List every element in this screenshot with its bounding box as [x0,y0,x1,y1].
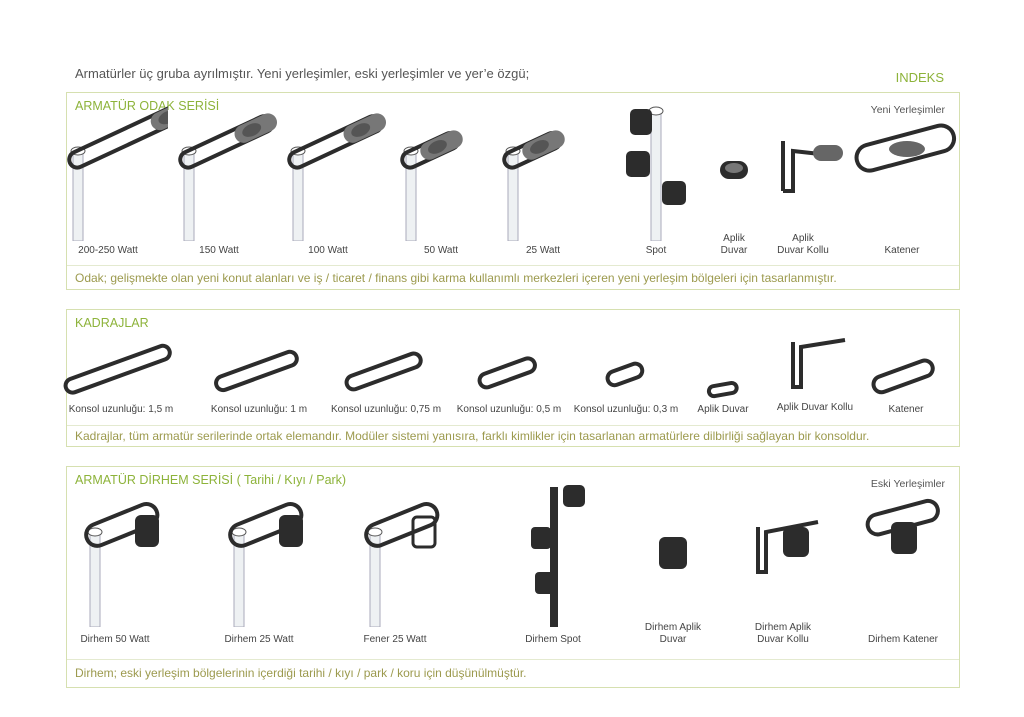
dirhem-pole-lamp-icon [55,477,175,627]
product-label: 25 Watt [525,245,561,256]
wall-arm-lamp-icon [743,101,863,241]
section-kadrajlar: KADRAJLAR Kadrajlar, tüm armatür seriler… [63,309,960,447]
bracket-0-5m-icon [449,332,569,402]
product-label: Konsol uzunluğu: 0,5 m [456,404,562,415]
section-description: Odak; gelişmekte olan yeni konut alanlar… [75,271,837,285]
product-label: 200-250 Watt [78,245,138,256]
product-label: Aplik Duvar [697,404,749,415]
section-dirhem-series: ARMATÜR DİRHEM SERİSİ ( Tarihi / Kıyı / … [66,466,960,688]
wall-arm-bracket-icon [755,332,875,402]
intro-text: Armatürler üç gruba ayrılmıştır. Yeni ye… [75,66,530,81]
bracket-1m-icon [199,332,319,402]
dirhem-wall-arm-lamp-icon [723,477,843,627]
section-title: ARMATÜR DİRHEM SERİSİ ( Tarihi / Kıyı / … [75,473,347,487]
product-label: Dirhem Aplik Duvar [644,622,702,645]
bracket-0-75m-icon [326,332,446,402]
product-label: Fener 25 Watt [363,634,427,645]
product-label: Spot [645,245,667,256]
pole-lamp-large-icon [48,101,168,241]
bracket-0-3m-icon [566,332,686,402]
section-description: Kadrajlar, tüm armatür serilerinde ortak… [75,429,870,443]
section-title: KADRAJLAR [75,316,149,330]
product-label: Konsol uzunluğu: 1 m [210,404,308,415]
divider [67,425,959,426]
section-odak-series: ARMATÜR ODAK SERİSİ Yeni Yerleşimler Oda… [66,92,960,290]
dirhem-pole-lamp-small-icon [199,477,319,627]
pole-lamp-small-icon [381,101,501,241]
product-label: Dirhem Aplik Duvar Kollu [754,622,812,645]
dirhem-wall-lamp-icon [613,477,733,627]
section-title: ARMATÜR ODAK SERİSİ [75,99,220,113]
product-label: Konsol uzunluğu: 0,75 m [330,404,442,415]
product-label: Aplik Duvar Kollu [776,402,854,413]
pole-lamp-icon [159,101,279,241]
catenary-bracket-icon [846,332,966,402]
wall-lamp-icon [674,101,794,241]
product-label: Konsol uzunluğu: 1,5 m [68,404,174,415]
product-label: 150 Watt [199,245,239,256]
product-label: Aplik Duvar [720,233,748,256]
section-tag: Eski Yerleşimler [870,478,945,490]
dirhem-spot-pole-icon [493,477,613,627]
product-label: Katener [884,245,920,256]
spot-pole-icon [596,101,716,241]
product-label: 100 Watt [308,245,348,256]
product-label: Dirhem Katener [867,634,939,645]
product-label: 50 Watt [423,245,459,256]
lantern-pole-lamp-icon [335,477,455,627]
pole-lamp-icon [268,101,388,241]
catenary-lamp-icon [842,101,962,241]
product-label: Aplik Duvar Kollu [777,233,829,256]
divider [67,265,959,266]
wall-bracket-icon [663,332,783,402]
section-tag: Yeni Yerleşimler [870,104,945,116]
divider [67,659,959,660]
pole-lamp-small-icon [483,101,603,241]
product-label: Katener [888,404,924,415]
product-label: Dirhem 25 Watt [224,634,294,645]
bracket-1-5m-icon [61,332,181,402]
product-label: Dirhem 50 Watt [80,634,150,645]
index-label: INDEKS [895,70,944,85]
section-description: Dirhem; eski yerleşim bölgelerinin içerd… [75,666,527,680]
dirhem-catenary-lamp-icon [843,477,963,627]
product-label: Dirhem Spot [525,634,581,645]
product-label: Konsol uzunluğu: 0,3 m [573,404,679,415]
